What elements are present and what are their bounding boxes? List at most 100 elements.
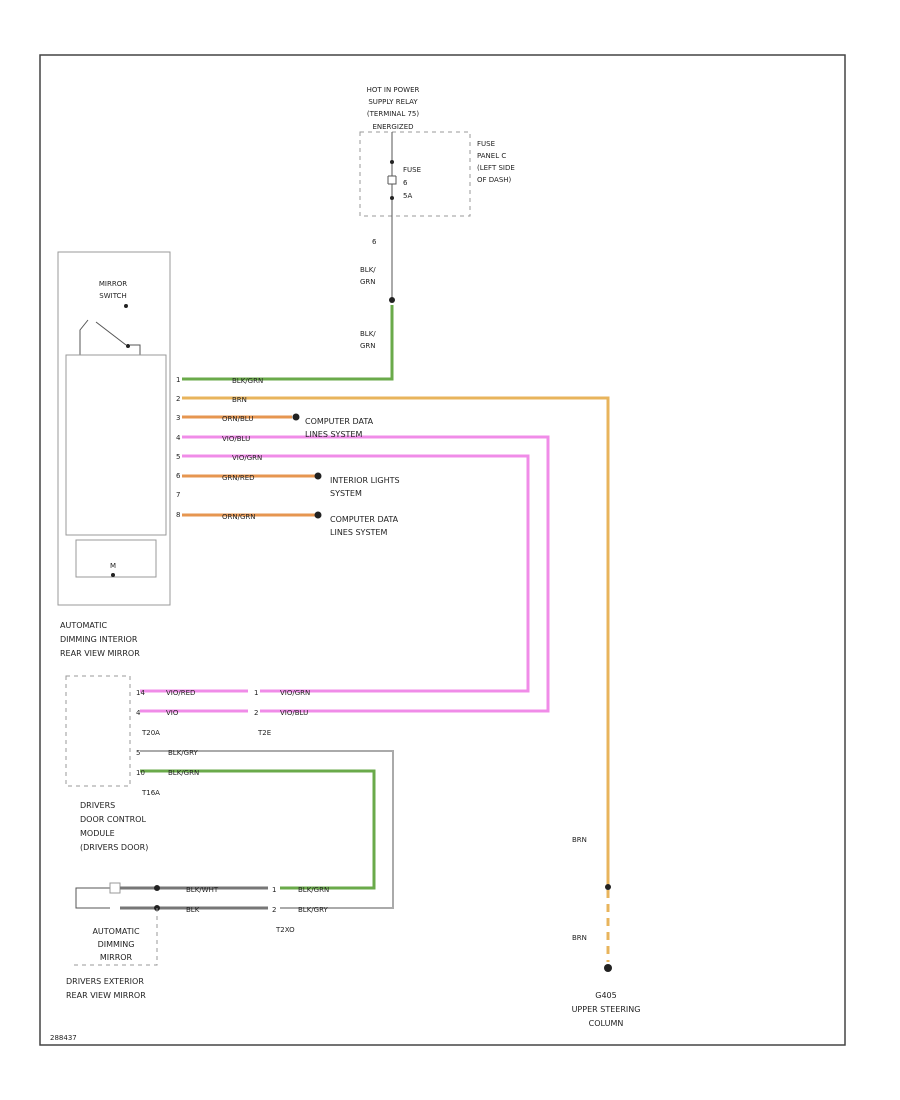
switch-symbol xyxy=(79,319,141,355)
diagram-id: 288437 xyxy=(50,1034,77,1042)
dest-cds1-2: LINES SYSTEM xyxy=(305,430,362,439)
fuse-name: FUSE xyxy=(403,166,421,174)
t2xo-pin-2: 2 xyxy=(272,906,276,914)
fuse-pin: 6 xyxy=(372,238,377,246)
ext-name-3: MIRROR xyxy=(100,953,133,962)
wire-blk-grn-power xyxy=(182,305,394,381)
ground-location-1: UPPER STEERING xyxy=(572,1005,641,1014)
dest-cds1-1: COMPUTER DATA xyxy=(305,417,374,426)
door-control-module: 14 4 VIO/RED VIO 1 2 VIO/GRN VIO/BLU T20… xyxy=(65,675,394,909)
door-pin-4: 4 xyxy=(136,709,141,717)
mirror-switch-label-2: SWITCH xyxy=(99,292,126,300)
switch-contact xyxy=(124,304,128,308)
wire-label-blk-grn-mid-2: GRN xyxy=(360,342,376,350)
mirror-m-node xyxy=(111,573,115,577)
fuse-symbol xyxy=(387,164,397,196)
relay-label-2: SUPPLY RELAY xyxy=(368,98,418,106)
ext-wire-blk: BLK xyxy=(186,906,200,914)
mirror-switch-label-1: MIRROR xyxy=(99,280,127,288)
wire-label-3: ORN/BLU xyxy=(222,415,253,423)
ground-name: G405 xyxy=(595,991,616,1000)
t2e-pin-2: 2 xyxy=(254,709,258,717)
ground-connector-node xyxy=(605,884,611,890)
mirror-m-label: M xyxy=(110,562,116,570)
ground-g405: BRN BRN G405 UPPER STEERING COLUMN xyxy=(572,836,641,1028)
door-wire-vio-red: VIO/RED xyxy=(166,689,195,697)
relay-label-3: (TERMINAL 75) xyxy=(367,110,419,118)
wire-label-8: ORN/GRN xyxy=(222,513,256,521)
ext-wire-blk-grn: BLK/GRN xyxy=(298,886,329,894)
dest-cds2-2: LINES SYSTEM xyxy=(330,528,387,537)
panel-label-1: FUSE xyxy=(477,140,495,148)
ground-location-2: COLUMN xyxy=(589,1019,624,1028)
door-pin-5: 5 xyxy=(136,749,140,757)
fuse-rating: 5A xyxy=(403,192,412,200)
door-name-2: DOOR CONTROL xyxy=(80,815,146,824)
wire-blk-grn-door xyxy=(140,769,376,890)
door-pin-10: 10 xyxy=(136,769,145,777)
panel-label-4: OF DASH) xyxy=(477,176,512,184)
dest-ils-1: INTERIOR LIGHTS xyxy=(330,476,400,485)
t2e-pin-1: 1 xyxy=(254,689,258,697)
ext-node-1 xyxy=(154,885,160,891)
door-wire-blk-grn: BLK/GRN xyxy=(168,769,199,777)
pin-4: 4 xyxy=(176,434,181,442)
mirror-module-box xyxy=(65,354,167,536)
dest-cds2-1: COMPUTER DATA xyxy=(330,515,399,524)
wire-vio-blu xyxy=(182,435,550,713)
ext-mirror-element xyxy=(109,882,121,894)
panel-label-2: PANEL C xyxy=(477,152,506,160)
mirror-name-2: DIMMING INTERIOR xyxy=(60,635,138,644)
ext-name-4: DRIVERS EXTERIOR xyxy=(66,977,144,986)
dest-ils-2: SYSTEM xyxy=(330,489,362,498)
switch-pivot xyxy=(126,344,130,348)
exterior-mirror: BLK/WHT BLK 1 2 BLK/GRN BLK/GRY T2XO AUT… xyxy=(66,882,329,1000)
ext-name-2: DIMMING xyxy=(98,940,135,949)
wire-label-blk-grn-top-2: GRN xyxy=(360,278,376,286)
conn-t16a: T16A xyxy=(141,789,160,797)
t2e-wire-vio-grn: VIO/GRN xyxy=(280,689,310,697)
pin-8: 8 xyxy=(176,511,180,519)
ground-wire-lower: BRN xyxy=(572,934,587,942)
wire-labels: BLK/GRN BRN ORN/BLU VIO/BLU VIO/GRN GRN/… xyxy=(222,377,263,521)
panel-label-3: (LEFT SIDE xyxy=(477,164,515,172)
arrow-ils xyxy=(314,472,322,480)
door-module-outline xyxy=(65,675,131,787)
ext-wire-blk-gry: BLK/GRY xyxy=(298,906,328,914)
wire-brn-ground xyxy=(182,396,610,885)
pin-3: 3 xyxy=(176,414,180,422)
interior-mirror: MIRROR SWITCH M AUTOMATIC DIMMING INTERI… xyxy=(57,251,171,658)
fuse-node-top xyxy=(390,160,394,164)
relay-label-4: ENERGIZED xyxy=(372,123,413,131)
ext-wire-blk-wht: BLK/WHT xyxy=(186,886,219,894)
door-wire-vio: VIO xyxy=(166,709,179,717)
mirror-outline xyxy=(57,251,171,606)
ground-point xyxy=(604,964,612,972)
ext-mirror-housing xyxy=(75,887,110,909)
diagram-frame xyxy=(39,54,846,1046)
t2xo-pin-1: 1 xyxy=(272,886,276,894)
wire-label-blk-grn-top-1: BLK/ xyxy=(360,266,376,274)
pin-2: 2 xyxy=(176,395,180,403)
mirror-motor-box xyxy=(75,539,157,578)
ext-mirror-bracket xyxy=(70,908,158,966)
pin-5: 5 xyxy=(176,453,180,461)
fuse-number: 6 xyxy=(403,179,408,187)
door-name-3: MODULE xyxy=(80,829,115,838)
pin-1: 1 xyxy=(176,376,180,384)
door-wire-blk-gry: BLK/GRY xyxy=(168,749,198,757)
pin-6: 6 xyxy=(176,472,181,480)
splice-node xyxy=(389,297,395,303)
arrow-cds2 xyxy=(314,511,322,519)
wire-label-5: VIO/GRN xyxy=(232,454,262,462)
wire-label-2: BRN xyxy=(232,396,247,404)
wire-label-4: VIO/BLU xyxy=(222,435,250,443)
power-supply: HOT IN POWER SUPPLY RELAY (TERMINAL 75) … xyxy=(359,86,515,350)
relay-label-1: HOT IN POWER xyxy=(367,86,420,94)
conn-t2e: T2E xyxy=(257,729,271,737)
door-name-1: DRIVERS xyxy=(80,801,115,810)
wire-label-1: BLK/GRN xyxy=(232,377,263,385)
pin-7: 7 xyxy=(176,491,180,499)
door-name-4: (DRIVERS DOOR) xyxy=(80,843,148,852)
